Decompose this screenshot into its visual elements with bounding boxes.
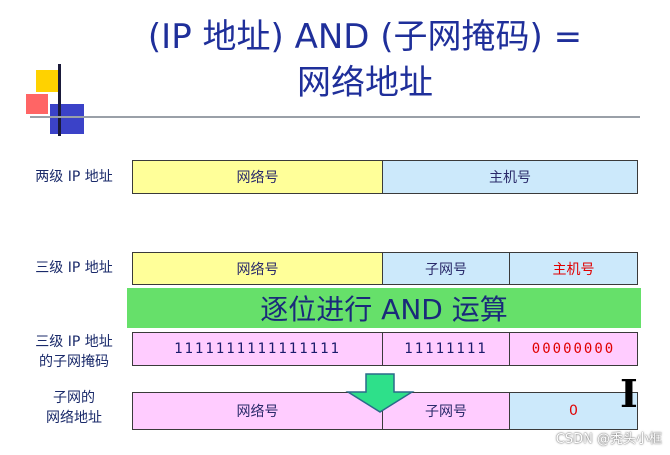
row3-network-bits-cell: 1111111111111111: [132, 332, 383, 366]
row4-label-line-1: 子网的: [53, 390, 95, 406]
row3-host-bits-cell: 00000000: [509, 332, 638, 366]
title-line-1: (IP 地址) AND (子网掩码) =: [147, 17, 583, 57]
down-arrow-icon: [345, 373, 415, 413]
text-cursor-icon: I: [620, 371, 638, 416]
row4-label-line-2: 网络地址: [46, 410, 102, 426]
row2-subnet-cell: 子网号: [382, 252, 510, 285]
row4-host-cell: 0: [509, 392, 638, 430]
title-line-2: 网络地址: [297, 63, 433, 103]
and-operation-banner: 逐位进行 AND 运算: [127, 288, 641, 328]
logo-vertical-line: [58, 64, 61, 136]
row3-label-line-2: 的子网掩码: [39, 354, 109, 370]
row4-network-cell: 网络号: [132, 392, 383, 430]
row3-label: 三级 IP 地址 的子网掩码: [20, 332, 128, 372]
title-divider: [30, 116, 640, 118]
logo-square-red: [26, 94, 48, 114]
row1-label: 两级 IP 地址: [35, 169, 113, 185]
row2-label: 三级 IP 地址: [35, 260, 113, 276]
row4-label: 子网的 网络地址: [20, 388, 128, 428]
row1-network-cell: 网络号: [132, 160, 383, 194]
row1-host-cell: 主机号: [382, 160, 638, 194]
row3-label-line-1: 三级 IP 地址: [35, 334, 113, 350]
row2-host-cell: 主机号: [509, 252, 638, 285]
page-title: (IP 地址) AND (子网掩码) = 网络地址: [100, 14, 630, 106]
row3-subnet-bits-cell: 11111111: [382, 332, 510, 366]
watermark: CSDN @秃头小框: [555, 432, 662, 447]
logo-square-yellow: [36, 70, 58, 92]
logo-square-blue: [50, 104, 84, 134]
row2-network-cell: 网络号: [132, 252, 383, 285]
